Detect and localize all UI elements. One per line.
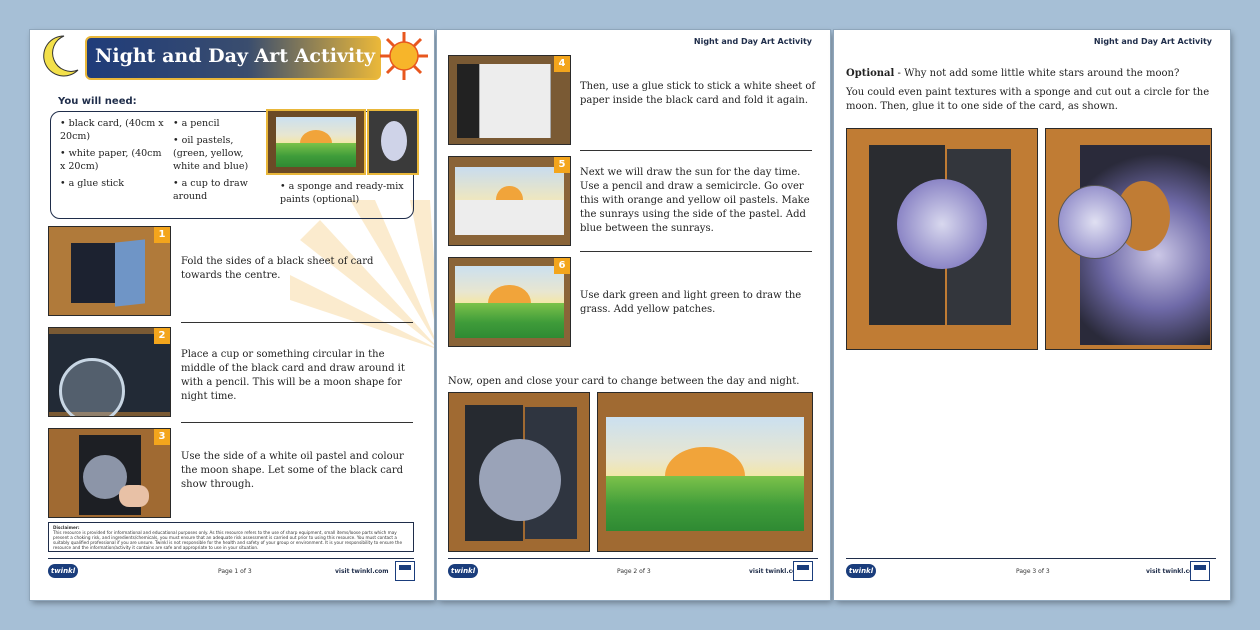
- disclaimer-title: Disclaimer:: [53, 525, 80, 530]
- step-number: 5: [554, 157, 570, 173]
- quality-badge-icon: [793, 561, 813, 581]
- material-item: • a sponge and ready-mix paints (optiona…: [280, 181, 404, 205]
- background-sunrays-icon: [290, 200, 434, 348]
- page-title: Night and Day Art Activity: [95, 45, 376, 67]
- twinkl-logo: twinkl: [48, 564, 78, 578]
- material-item: • oil pastels, (green, yellow, white and…: [173, 135, 249, 172]
- material-item: • a glue stick: [60, 178, 124, 189]
- footer-rule: [48, 558, 414, 559]
- page-number: Page 1 of 3: [218, 568, 252, 575]
- step-2-photo: 2: [48, 327, 171, 417]
- footer-rule: [448, 558, 818, 559]
- day-card-open-photo: [597, 392, 813, 552]
- step-4-text: Then, use a glue stick to stick a white …: [580, 81, 816, 106]
- you-will-need-heading: You will need:: [58, 96, 137, 107]
- title-banner: Night and Day Art Activity: [85, 36, 381, 80]
- page-header: Night and Day Art Activity: [693, 37, 812, 46]
- material-item: • black card, (40cm x 20cm): [60, 118, 164, 142]
- optional-description: - Why not add some little white stars ar…: [894, 68, 1180, 79]
- divider: [580, 150, 812, 151]
- page-1: Night and Day Art Activity You will need…: [30, 30, 434, 600]
- divider: [181, 322, 413, 323]
- extra-text: You could even paint textures with a spo…: [846, 87, 1210, 112]
- footer-rule: [846, 558, 1216, 559]
- step-number: 4: [554, 56, 570, 72]
- step-6-photo: 6: [448, 257, 571, 347]
- sponge-moon-photo: [1045, 128, 1212, 350]
- step-number: 6: [554, 258, 570, 274]
- visit-link[interactable]: visit twinkl.com: [1146, 568, 1200, 575]
- stars-card-photo: [846, 128, 1038, 350]
- moon-icon: [43, 35, 79, 77]
- material-item: • a cup to draw around: [173, 178, 248, 202]
- page-number: Page 3 of 3: [1016, 568, 1050, 575]
- optional-label: Optional: [846, 68, 895, 79]
- materials-list-1: • black card, (40cm x 20cm) • white pape…: [60, 117, 165, 194]
- page-2: Night and Day Art Activity 4 Then, use a…: [437, 30, 830, 600]
- closing-text: Now, open and close your card to change …: [448, 376, 800, 387]
- step-2-text: Place a cup or something circular in the…: [181, 349, 405, 402]
- night-card-photo: [448, 392, 590, 552]
- step-6-text: Use dark green and light green to draw t…: [580, 290, 802, 315]
- step-3-text: Use the side of a white oil pastel and c…: [181, 451, 404, 490]
- quality-badge-icon: [1190, 561, 1210, 581]
- step-number: 1: [154, 227, 170, 243]
- day-card-photo: [266, 109, 366, 175]
- visit-link[interactable]: visit twinkl.com: [335, 568, 389, 575]
- step-5-text: Next we will draw the sun for the day ti…: [580, 167, 810, 234]
- materials-list-2: • a pencil • oil pastels, (green, yellow…: [173, 117, 265, 207]
- twinkl-logo: twinkl: [448, 564, 478, 578]
- page-3: Night and Day Art Activity Optional - Wh…: [834, 30, 1230, 600]
- page-number: Page 2 of 3: [617, 568, 651, 575]
- divider: [580, 251, 812, 252]
- sun-icon: [380, 32, 428, 80]
- quality-badge-icon: [395, 561, 415, 581]
- step-3-photo: 3: [48, 428, 171, 518]
- step-1-text: Fold the sides of a black sheet of card …: [181, 256, 374, 281]
- divider: [181, 422, 413, 423]
- moon-card-photo: [367, 109, 419, 175]
- step-number: 2: [154, 328, 170, 344]
- twinkl-logo: twinkl: [846, 564, 876, 578]
- step-4-photo: 4: [448, 55, 571, 145]
- step-5-photo: 5: [448, 156, 571, 246]
- page-header: Night and Day Art Activity: [1093, 37, 1212, 46]
- optional-text: Optional - Why not add some little white…: [846, 67, 1216, 81]
- material-item: • white paper, (40cm x 20cm): [60, 148, 162, 172]
- disclaimer-text: This resource is provided for informatio…: [53, 530, 403, 550]
- material-item: • a pencil: [173, 118, 220, 129]
- materials-list-3: • a sponge and ready-mix paints (optiona…: [280, 180, 405, 210]
- step-number: 3: [154, 429, 170, 445]
- step-1-photo: 1: [48, 226, 171, 316]
- disclaimer-box: Disclaimer: This resource is provided fo…: [48, 522, 414, 552]
- visit-link[interactable]: visit twinkl.com: [749, 568, 803, 575]
